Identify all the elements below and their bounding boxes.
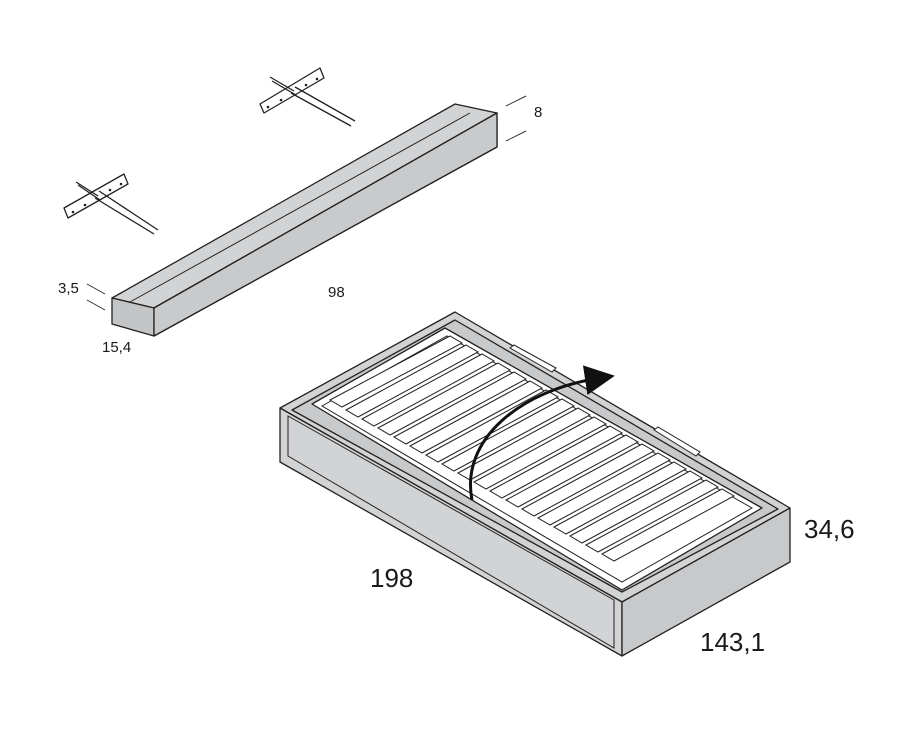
bed-end-side xyxy=(621,507,791,657)
mounting-bracket-icon xyxy=(63,173,159,235)
mounting-bracket-icon xyxy=(259,67,356,127)
shelf-top-face xyxy=(111,103,498,309)
bed-height-label: 34,6 xyxy=(804,514,855,544)
shelf-width-label: 15,4 xyxy=(102,339,131,356)
headboard-shelf xyxy=(111,103,498,337)
shelf-groove-line xyxy=(129,112,471,303)
shelf-height-label: 8 xyxy=(534,104,542,121)
bed-front-inner xyxy=(287,415,615,649)
bed-width-label: 143,1 xyxy=(700,627,765,657)
shelf-dimension-guides xyxy=(86,95,527,311)
shelf-side-face xyxy=(153,112,498,337)
slatted-base-icon xyxy=(311,327,763,591)
bed-length-label: 198 xyxy=(370,563,413,593)
shelf-depth-label: 3,5 xyxy=(58,280,79,297)
shelf-length-label: 98 xyxy=(328,284,345,301)
lift-arrow-icon xyxy=(469,365,615,501)
